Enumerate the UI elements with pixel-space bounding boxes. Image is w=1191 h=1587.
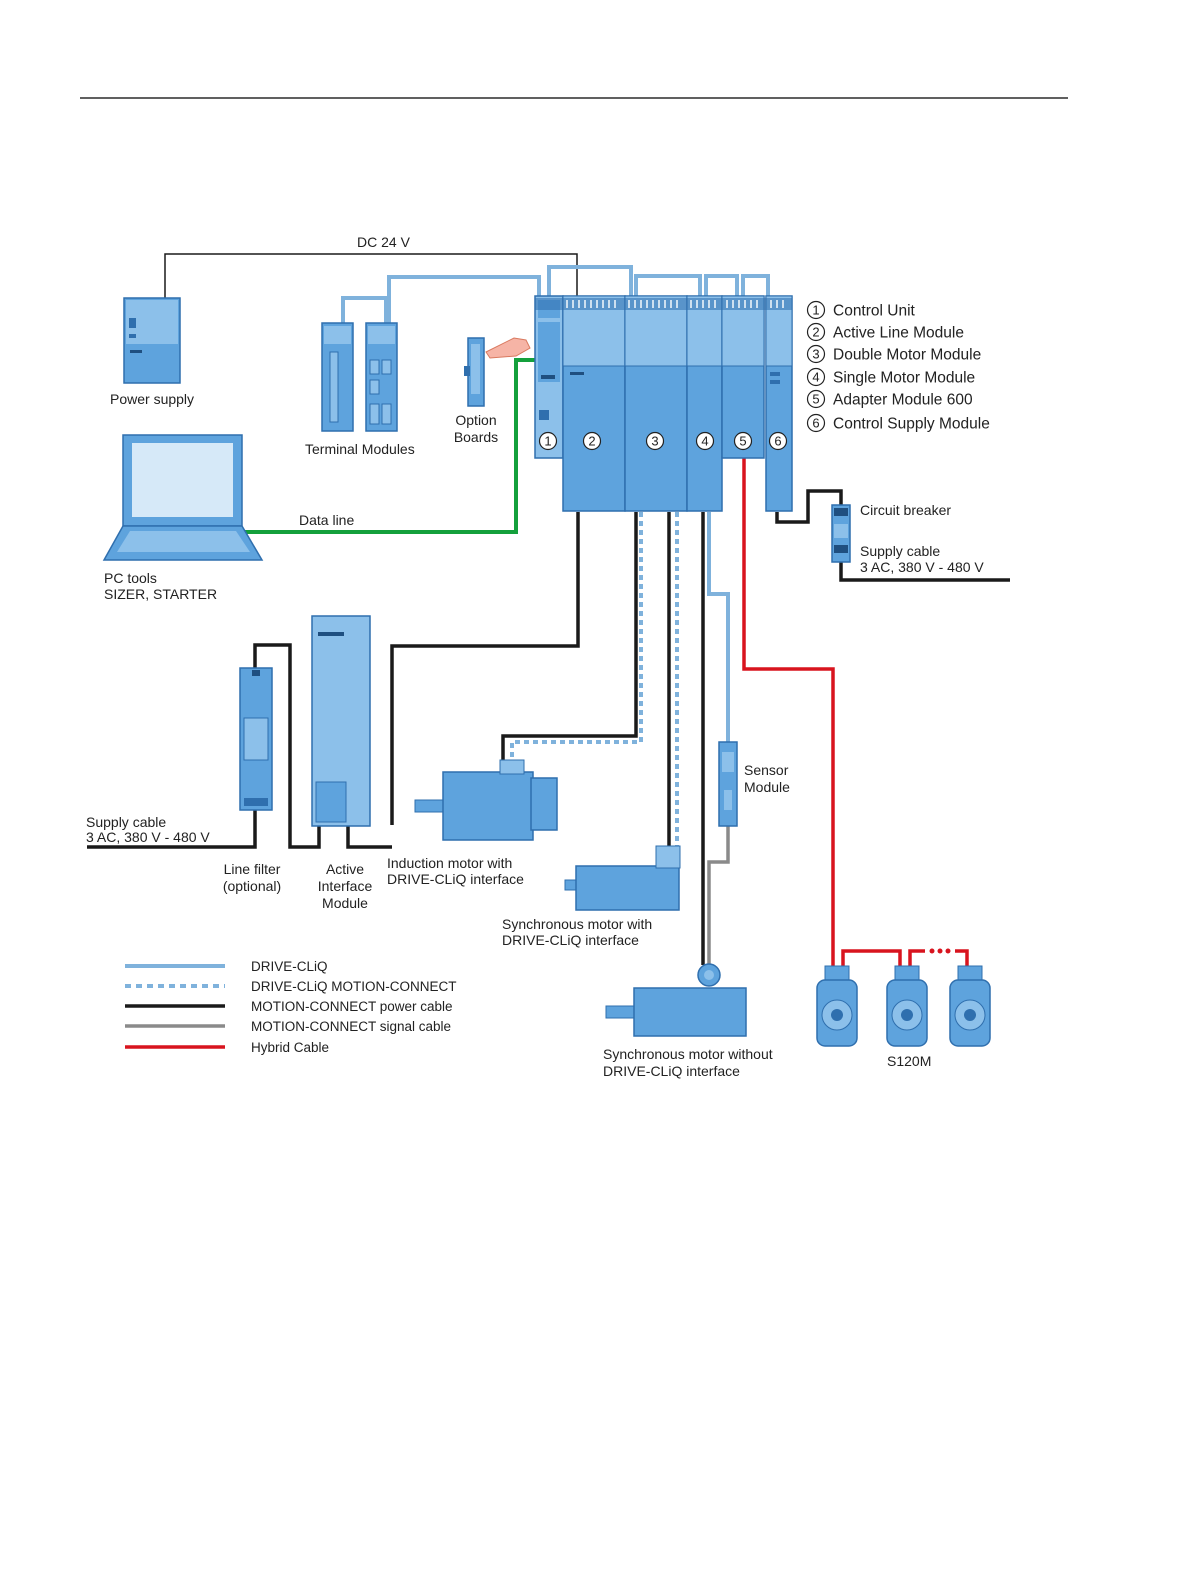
circuit-breaker-device: [831, 504, 851, 563]
induction-motor-label-2: DRIVE-CLiQ interface: [387, 871, 524, 887]
svg-text:Control Unit: Control Unit: [833, 303, 916, 320]
supply-cable-right-label-2: 3 AC, 380 V - 480 V: [860, 559, 984, 575]
module-number-circles: 1 2 3 4 5 6: [538, 431, 788, 451]
sync-motor-with-label-2: DRIVE-CLiQ interface: [502, 932, 639, 948]
supply-cable-left-label-1: Supply cable: [86, 814, 166, 830]
terminal-modules-label: Terminal Modules: [305, 441, 415, 457]
s120m-motor-2: [886, 965, 928, 1047]
sync-motor-without-label-1: Synchronous motor without: [603, 1046, 773, 1062]
svg-text:DRIVE-CLiQ: DRIVE-CLiQ: [251, 959, 328, 974]
svg-text:2: 2: [812, 325, 819, 340]
induction-motor-label-1: Induction motor with: [387, 855, 512, 871]
hybrid-cables: [742, 458, 969, 968]
supply-cable-left-label-2: 3 AC, 380 V - 480 V: [86, 829, 210, 845]
svg-text:4: 4: [701, 434, 708, 449]
sensor-module-label-2: Module: [744, 779, 790, 795]
module-3-marker: 3: [645, 431, 665, 451]
option-boards-label-2: Boards: [454, 429, 498, 445]
induction-motor-device: [414, 759, 558, 841]
pc-laptop-device: [102, 434, 264, 561]
supply-cable-right-label-1: Supply cable: [860, 543, 940, 559]
drive-cliq-motion-connect-cables: [510, 512, 679, 848]
pc-tools-label-1: PC tools: [104, 570, 157, 586]
module-5-marker: 5: [733, 431, 753, 451]
pc-tools-label-2: SIZER, STARTER: [104, 586, 217, 602]
circuit-breaker-label: Circuit breaker: [860, 502, 951, 518]
data-line-label: Data line: [299, 512, 354, 528]
svg-text:4: 4: [812, 370, 819, 385]
module-1-marker: 1: [538, 431, 558, 451]
module-key-4: 4 Single Motor Module: [806, 367, 975, 387]
dc-24v-line: [164, 253, 578, 300]
motion-connect-signal-cable: [707, 826, 730, 965]
svg-text:1: 1: [812, 303, 819, 318]
legend-item-signal-cable: MOTION-CONNECT signal cable: [125, 1019, 451, 1034]
active-interface-module-device: [311, 615, 371, 827]
svg-text:Single Motor Module: Single Motor Module: [833, 370, 975, 387]
module-key-3: 3 Double Motor Module: [806, 344, 981, 364]
svg-text:Control Supply Module: Control Supply Module: [833, 416, 990, 433]
drive-cliq-cables: [341, 265, 770, 742]
svg-text:Double Motor Module: Double Motor Module: [833, 347, 981, 364]
module-2-marker: 2: [582, 431, 602, 451]
module-key-list: 1 Control Unit 2 Active Line Module 3 Do…: [806, 300, 990, 433]
aim-label-3: Module: [322, 895, 368, 911]
module-key-2: 2 Active Line Module: [806, 322, 964, 342]
svg-text:6: 6: [812, 416, 819, 431]
option-board-device: [464, 337, 531, 407]
module-4-marker: 4: [695, 431, 715, 451]
s120m-motors: [816, 965, 991, 1047]
svg-text:2: 2: [588, 434, 595, 449]
line-filter-label-2: (optional): [223, 878, 281, 894]
power-supply-device: [123, 297, 181, 384]
svg-text:1: 1: [544, 434, 551, 449]
legend-item-drive-cliq-motion-connect: DRIVE-CLiQ MOTION-CONNECT: [125, 979, 457, 994]
option-boards-label-1: Option: [455, 412, 496, 428]
svg-text:DRIVE-CLiQ MOTION-CONNECT: DRIVE-CLiQ MOTION-CONNECT: [251, 979, 457, 994]
sync-motor-with-cliq-device: [564, 845, 681, 911]
line-filter-label-1: Line filter: [224, 861, 281, 877]
svg-text:MOTION-CONNECT power cable: MOTION-CONNECT power cable: [251, 999, 453, 1014]
legend-item-drive-cliq: DRIVE-CLiQ: [125, 959, 328, 974]
motion-connect-power-cables: [87, 489, 1010, 965]
hybrid-dots: [929, 948, 951, 954]
sync-motor-without-label-2: DRIVE-CLiQ interface: [603, 1063, 740, 1079]
svg-text:3: 3: [651, 434, 658, 449]
svg-text:5: 5: [812, 392, 819, 407]
s120m-label: S120M: [887, 1053, 931, 1069]
svg-text:Hybrid Cable: Hybrid Cable: [251, 1040, 329, 1055]
svg-text:MOTION-CONNECT signal cable: MOTION-CONNECT signal cable: [251, 1019, 451, 1034]
svg-text:Active Line Module: Active Line Module: [833, 325, 964, 342]
sync-motor-with-label-1: Synchronous motor with: [502, 916, 652, 932]
aim-label-1: Active: [326, 861, 364, 877]
power-supply-label: Power supply: [110, 391, 194, 407]
svg-text:3: 3: [812, 347, 819, 362]
terminal-modules-device: [321, 322, 398, 432]
svg-text:5: 5: [739, 434, 746, 449]
module-key-6: 6 Control Supply Module: [806, 413, 990, 433]
line-filter-device: [239, 667, 273, 811]
legend-item-hybrid-cable: Hybrid Cable: [125, 1040, 329, 1055]
s120m-motor-1: [816, 965, 858, 1047]
svg-text:Adapter Module 600: Adapter Module 600: [833, 392, 973, 409]
s120m-motor-3: [949, 965, 991, 1047]
legend: DRIVE-CLiQ DRIVE-CLiQ MOTION-CONNECT MOT…: [125, 959, 457, 1055]
svg-text:6: 6: [774, 434, 781, 449]
aim-label-2: Interface: [318, 878, 373, 894]
drive-lineup: [534, 295, 793, 512]
module-6-marker: 6: [768, 431, 788, 451]
module-key-1: 1 Control Unit: [806, 300, 916, 320]
sync-motor-without-cliq-device: [605, 963, 747, 1037]
legend-item-power-cable: MOTION-CONNECT power cable: [125, 999, 453, 1014]
dc-24v-label: DC 24 V: [357, 234, 411, 250]
module-key-5: 5 Adapter Module 600: [806, 389, 973, 409]
data-line-cable: [244, 358, 539, 534]
sensor-module-label-1: Sensor: [744, 762, 789, 778]
sensor-module-device: [718, 741, 738, 827]
